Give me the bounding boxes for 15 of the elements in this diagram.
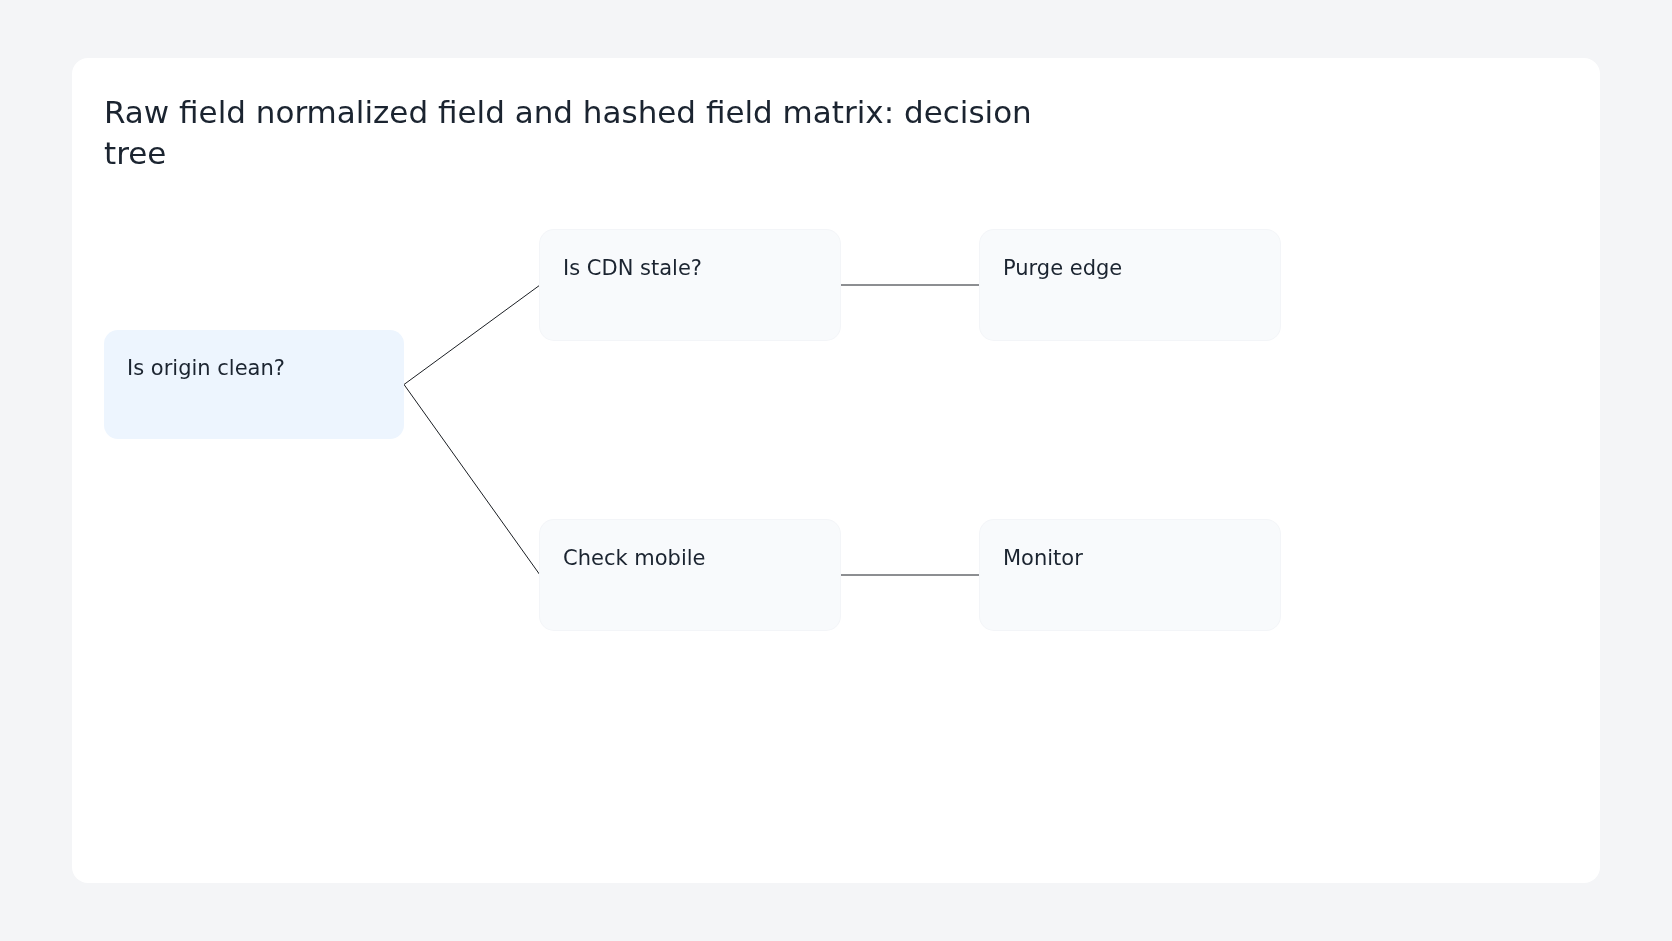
connector-line	[839, 284, 981, 286]
process-box	[540, 520, 840, 630]
node-label: Is CDN stale?	[563, 255, 703, 282]
node-label: Check mobile	[563, 545, 707, 572]
diagram-title: Raw field normalized field and hashed field matrix: decision tree	[104, 93, 1033, 173]
question-box	[104, 330, 404, 439]
node-label: Purge edge	[1003, 255, 1124, 282]
process-box	[540, 230, 840, 340]
connector-line	[839, 574, 981, 576]
connector-line	[403, 384, 541, 576]
node-label: Monitor	[1003, 545, 1084, 572]
node-label: Is origin clean?	[127, 355, 286, 382]
process-box	[980, 520, 1280, 630]
process-box	[980, 230, 1280, 340]
connector-line	[403, 284, 541, 385]
